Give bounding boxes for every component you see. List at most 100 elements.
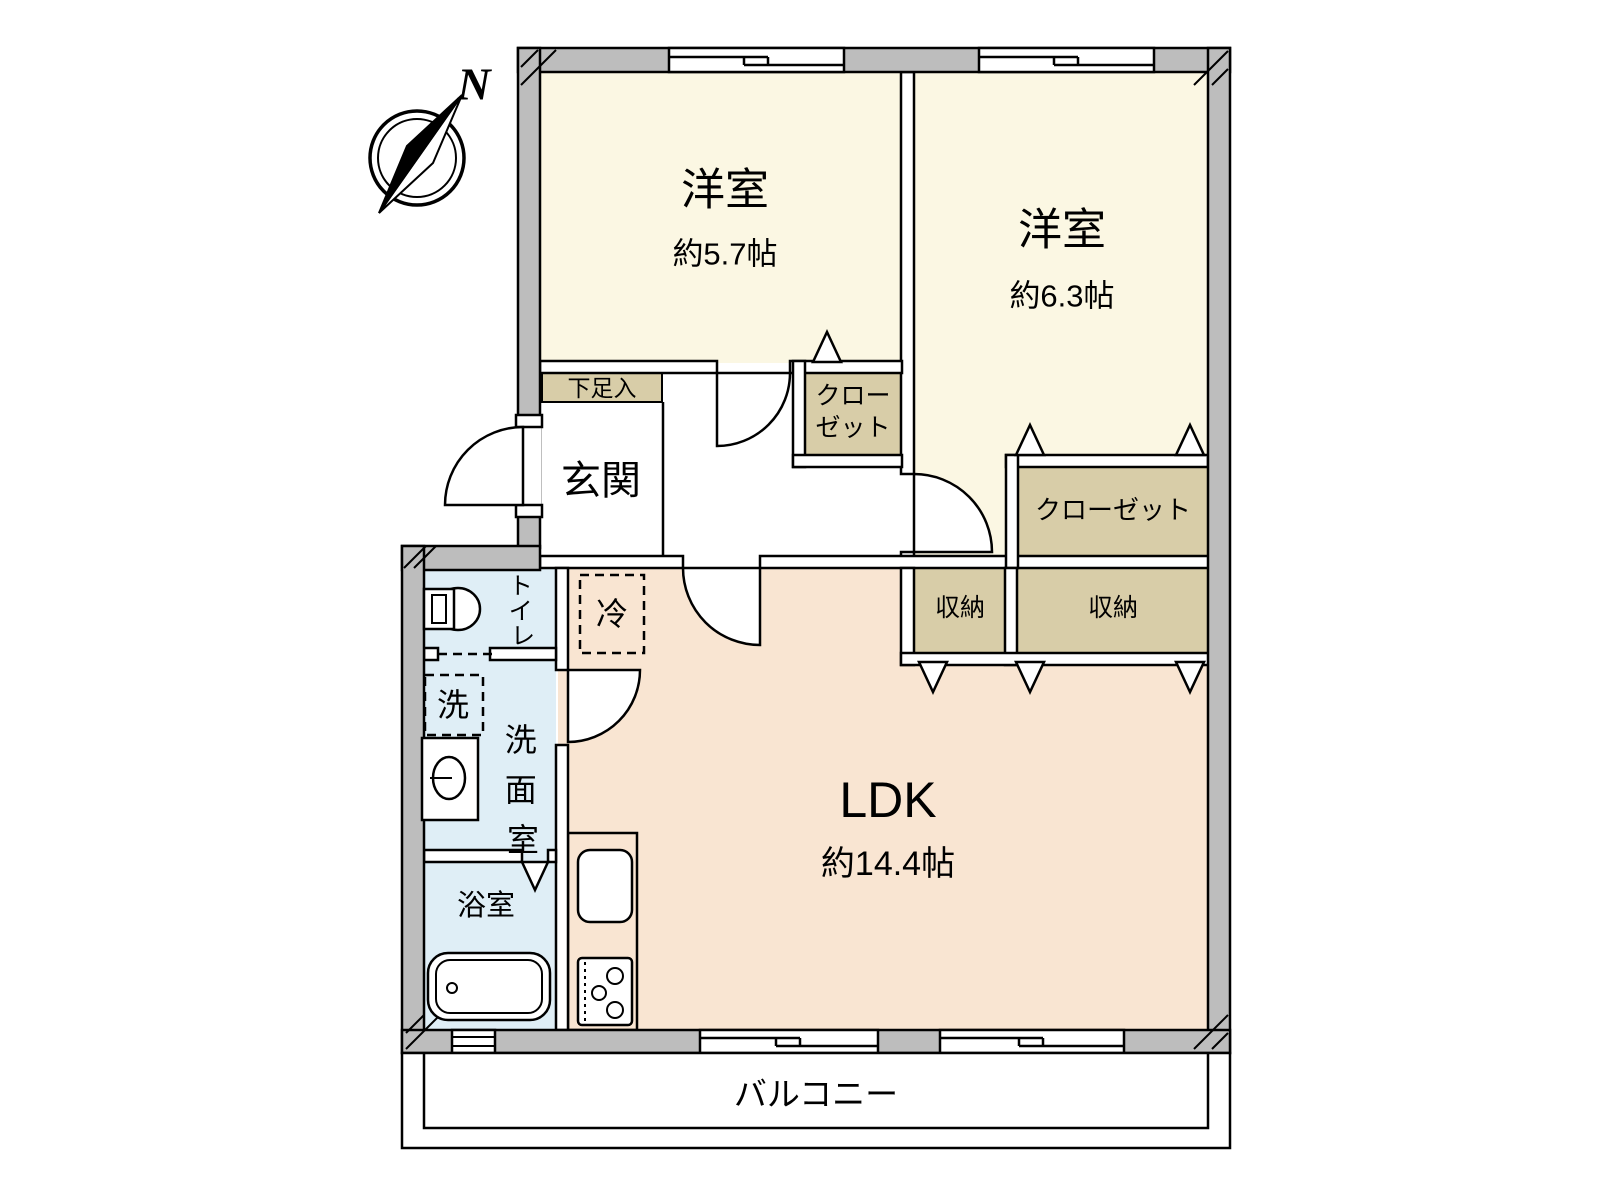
wall-bedroom-partition [899,70,916,476]
bathroom-door-arrow-icon [520,860,550,893]
window-frame [450,1028,497,1055]
bathtub-drain [446,982,458,994]
closet1-open-arrow-icon [811,329,843,364]
wall-bedroom1-south [788,359,904,375]
wall-kitchen-west [554,743,570,1032]
wall-closet1-west [791,359,807,469]
bedroom1-label: 洋室 [681,166,769,215]
window-ldk-left [698,1028,880,1055]
hatch-line [520,49,557,86]
washroom-label-char: 洗 [505,722,537,758]
stove-burner-icon [606,967,624,985]
wall-east [1206,46,1232,1055]
closet1-label-line2: ゼット [815,414,890,442]
closet2-open-arrow-icon [1014,422,1046,457]
bathtub-inner [435,959,543,1014]
bedroom1-door-swing [715,371,792,448]
hatch-line [413,545,437,569]
wall-closet2-west [1004,453,1020,570]
wall-bathroom-stub [546,848,558,864]
window-bathroom [450,1028,497,1055]
bedroom2-size: 約6.3帖 [1009,279,1114,314]
balcony-inner-rail [422,1053,1210,1130]
window-ldk-right [938,1028,1126,1055]
storage-open-arrow-icon [1174,660,1206,695]
balcony-label: バルコニー [734,1076,898,1113]
bathtub-icon [426,951,552,1022]
balcony-outline [400,1051,1232,1150]
closet2-open-arrow-icon [1174,422,1206,457]
window-bedroom2 [977,46,1156,74]
wall-closet1-south [791,453,904,469]
closet1-label-line1: クロー [815,382,890,410]
entrance-door-swing [443,425,525,507]
interior-walls [422,70,1211,1032]
balcony [400,1051,1232,1150]
hatch-line [1193,50,1229,86]
wall-west-lower [400,544,426,1055]
ldk-label: LDK [839,772,936,828]
window-frame [977,46,1156,74]
wall-hall-south [758,554,1211,570]
kitchen-counter [566,831,639,1032]
corner-hatch-marks [403,49,1229,1050]
toilet-label: ト イ レ [509,573,537,650]
window-bedroom1 [667,46,846,74]
ldk-door-swing [681,566,762,647]
storage-right-label: 収納 [1088,594,1138,622]
refrigerator-space-box [578,573,646,655]
wall-hall-south [538,554,685,570]
hatch-line [405,1014,425,1034]
bathroom-label: 浴室 [457,889,515,922]
door-frame-stub [514,503,544,519]
washroom-label-char: 室 [507,822,539,858]
closet-bedroom2-box [1017,466,1209,557]
washing-machine-label: 洗 [437,687,469,723]
stove-burner-icon [606,1001,624,1019]
north-label: N [456,59,492,110]
toilet-tank-lid [431,594,447,624]
hatch-line [520,49,539,68]
door-swings [443,371,994,744]
wall-toilet-door-stub [422,646,440,662]
shoe-box [541,372,663,403]
entrance-label: 玄関 [561,459,641,503]
toilet-label-char: ト [509,573,533,600]
storage-left-label: 収納 [935,594,985,622]
compass-needle-black [378,94,463,214]
hatch-line [1211,68,1229,86]
wall-storage-divider [1003,566,1019,667]
wall-bedroom1-south [538,359,719,375]
washroom-door-swing [566,668,642,744]
washbasin-icon [420,736,480,822]
hatch-line [405,1014,441,1050]
hatch-line [403,545,427,569]
washroom-label-char: 面 [505,772,537,808]
window-frame [667,46,846,74]
storage-open-arrow-icon [1014,660,1046,695]
bathtub-outer [426,951,552,1022]
toilet-icon [422,586,482,632]
window-frame [698,1028,880,1055]
stove-burner-icon [591,985,607,1001]
compass-inner-circle [377,118,457,198]
window-frame [938,1028,1126,1055]
bedroom2-door-swing [912,472,994,554]
storage-open-arrow-icon [917,660,949,695]
room-labels: 洋室 約5.7帖 洋室 約6.3帖 LDK 約14.4帖 玄関 下足入 クロー … [437,166,1191,1113]
hatch-line [1211,1032,1229,1050]
door-frame-stub [514,413,544,429]
toilet-label-char: レ [511,623,535,650]
bedroom2-label: 洋室 [1018,206,1106,255]
wall-kitchen-west [554,566,570,672]
fixtures [420,573,646,1022]
hatch-line [1193,1014,1229,1050]
shoe-box-label: 下足入 [568,375,637,401]
wall-toilet-south [488,646,558,662]
washroom-label: 洗 面 室 [505,722,541,858]
wall-closet2-north [1004,453,1210,469]
wall-storage-west [899,566,916,667]
opening-arrows [520,329,1206,893]
kitchen-sink-icon [576,848,634,924]
